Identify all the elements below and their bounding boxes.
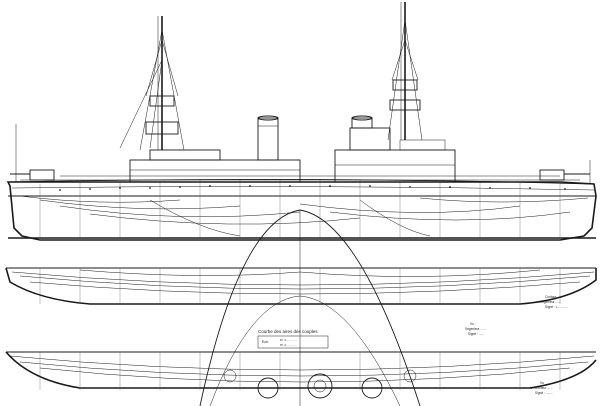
turrets [10,169,590,181]
note-middle: Vu : l'ingénieur ...... Signé : ...... [465,322,486,336]
profile-view [6,2,597,241]
note-upper: Contour ...... l'ingénieur ...... Signé … [540,295,568,309]
svg-text:l'ingénieur ......: l'ingénieur ...... [540,300,561,304]
portholes [59,185,566,191]
hull-frame-curves [19,195,589,237]
body-plan-lower [5,351,597,399]
main-deck-line [11,186,595,191]
superstructure [20,127,580,183]
area-curve-inner [209,295,401,406]
aft-funnel [351,117,373,129]
svg-text:Signé : ........: Signé : ........ [535,391,553,395]
svg-text:Signé : L. ..........: Signé : L. .......... [545,305,568,309]
svg-text:l'ingénieur ......: l'ingénieur ...... [465,327,486,331]
station-lines [39,179,561,240]
forward-funnel [257,117,279,161]
hull-profile [6,181,597,241]
legend-entry-2: Pl. d............. [280,343,297,347]
upper-deck-line [9,178,595,185]
svg-text:Signé : ......: Signé : ...... [468,332,484,336]
note-lower: Vu le Directeur ...... Signé : ........ [530,381,553,395]
aft-fighting-top [392,79,418,91]
legend-entry-1: Pl. d............. [280,338,297,342]
propeller-shafts [223,369,417,399]
funnels [257,115,373,161]
svg-text:Contour ......: Contour ...... [545,295,563,299]
svg-text:le Directeur ......: le Directeur ...... [530,386,553,390]
half-breadth-plan [5,267,597,305]
svg-text:Vu: Vu [540,381,544,385]
svg-text:Vu :: Vu : [470,322,476,326]
aft-mast [387,2,423,141]
legend-box: Courbe des aires des couples Ech. Pl. d.… [257,329,329,349]
forward-mast [119,16,185,151]
legend-row-label: Ech. [262,340,269,344]
legend-title: Courbe des aires des couples [258,329,318,334]
fighting-top [149,95,175,107]
